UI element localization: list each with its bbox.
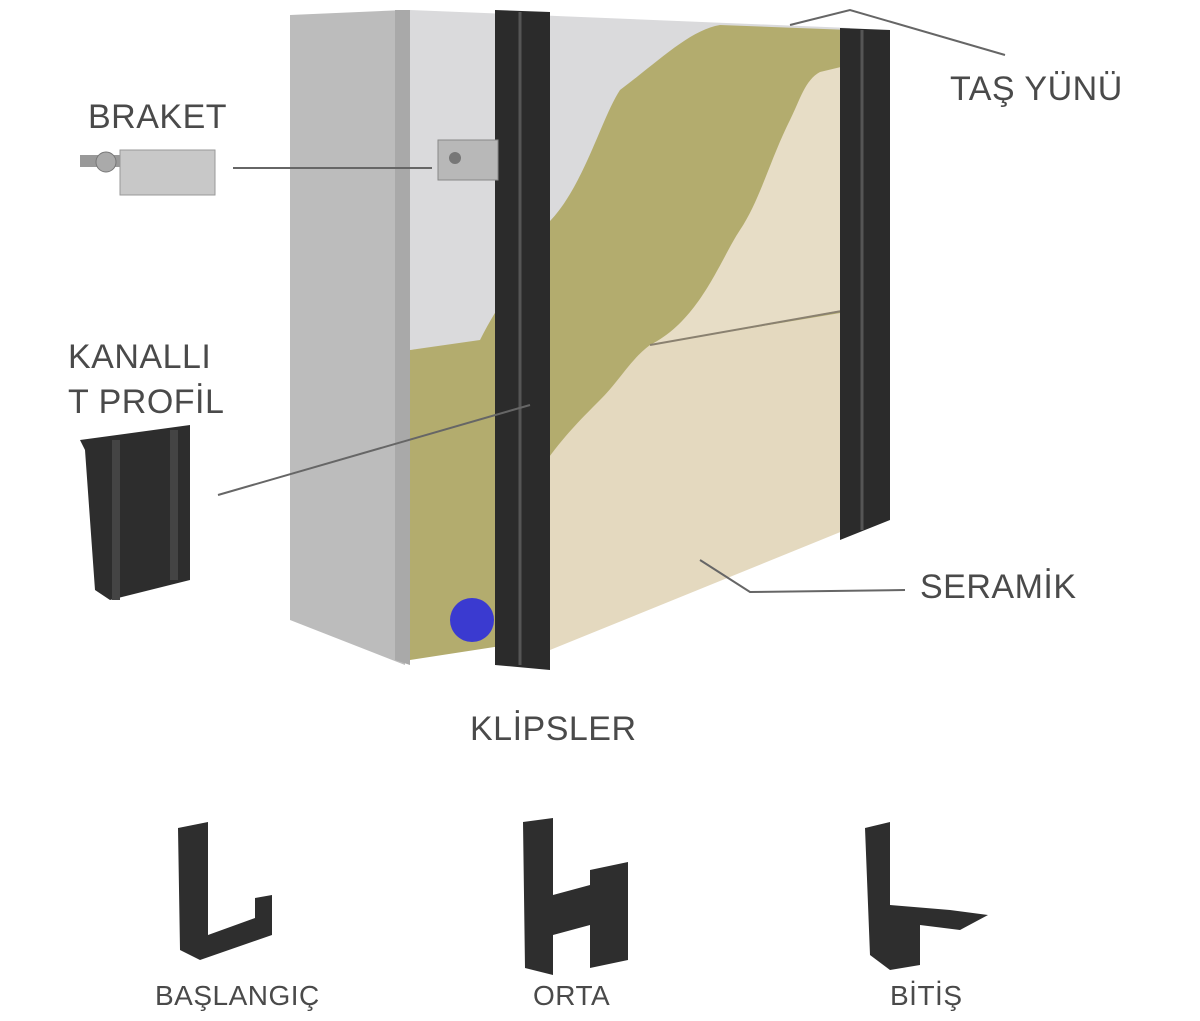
label-orta: ORTA bbox=[533, 980, 611, 1011]
label-braket: BRAKET bbox=[88, 98, 228, 136]
label-baslangic: BAŞLANGIÇ bbox=[155, 980, 320, 1011]
label-kanalli-line2: T PROFİL bbox=[68, 383, 225, 421]
insulation-anchor bbox=[450, 598, 494, 642]
clip-end-image bbox=[865, 822, 988, 970]
t-profile-detail-image bbox=[80, 425, 190, 600]
label-tas-yunu: TAŞ YÜNÜ bbox=[950, 70, 1123, 108]
bracket-detail-image bbox=[80, 149, 216, 196]
label-seramik: SERAMİK bbox=[920, 568, 1077, 606]
label-klipsler: KLİPSLER bbox=[470, 710, 637, 748]
t-profile-left bbox=[495, 10, 550, 670]
concrete-wall-edge bbox=[395, 10, 410, 665]
ceramic-panel-upper bbox=[650, 60, 870, 345]
wall-bracket bbox=[437, 139, 499, 181]
ceramic-panel-lower bbox=[540, 308, 870, 650]
label-kanalli-line1: KANALLI bbox=[68, 338, 212, 376]
concrete-wall bbox=[290, 10, 405, 665]
t-profile-right bbox=[840, 28, 890, 540]
label-bitis: BİTİŞ bbox=[890, 980, 963, 1011]
clip-start-image bbox=[178, 822, 272, 960]
clip-middle-image bbox=[523, 818, 628, 975]
